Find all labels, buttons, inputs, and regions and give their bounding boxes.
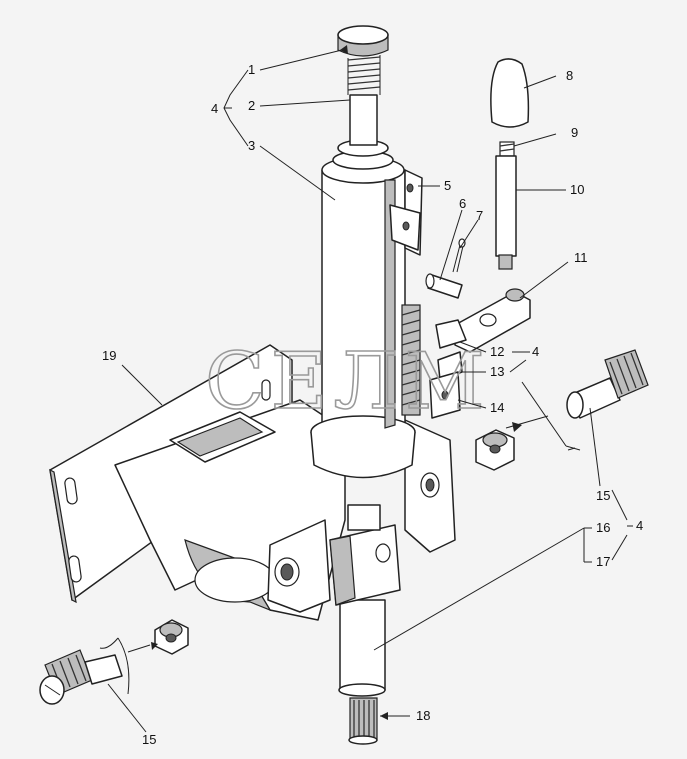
label-2: 2: [248, 98, 255, 113]
label-15-left: 15: [142, 732, 156, 747]
label-4-bottom: 4: [636, 518, 643, 533]
label-5: 5: [444, 178, 451, 193]
column-housing: [310, 156, 421, 479]
lower-shaft: [329, 504, 401, 697]
label-4-top: 4: [211, 101, 218, 116]
label-1: 1: [248, 62, 255, 77]
label-6: 6: [459, 196, 466, 211]
spline-end: [348, 697, 378, 745]
label-9: 9: [571, 125, 578, 140]
upper-shaft: [332, 55, 394, 170]
label-12: 12: [490, 344, 504, 359]
label-10: 10: [570, 182, 584, 197]
pin: [425, 273, 463, 299]
label-14: 14: [490, 400, 504, 415]
eccentric-bolt-left: [39, 649, 123, 705]
mounting-bracket: [49, 344, 456, 621]
label-17: 17: [596, 554, 610, 569]
label-19: 19: [102, 348, 116, 363]
label-15-right: 15: [596, 488, 610, 503]
lever-clamp: [435, 288, 531, 353]
label-16: 16: [596, 520, 610, 535]
watermark: СЕЛМ: [205, 337, 491, 427]
cap: [337, 25, 389, 57]
label-7: 7: [476, 208, 483, 223]
leader-lines: [99, 49, 633, 733]
cotter-pin: [452, 238, 466, 273]
eccentric-bolt-right: [566, 349, 649, 419]
label-18: 18: [416, 708, 430, 723]
arrow-heads: [151, 45, 522, 720]
lever-knob: [490, 58, 530, 128]
castle-nut-left: [154, 619, 189, 655]
label-13: 13: [490, 364, 504, 379]
castle-nut-right: [475, 429, 515, 471]
label-4-mid: 4: [532, 344, 539, 359]
label-8: 8: [566, 68, 573, 83]
latch-parts: [429, 351, 463, 419]
label-3: 3: [248, 138, 255, 153]
label-11: 11: [574, 250, 588, 265]
lever-rod: [495, 141, 517, 270]
small-bracket: [389, 169, 423, 256]
